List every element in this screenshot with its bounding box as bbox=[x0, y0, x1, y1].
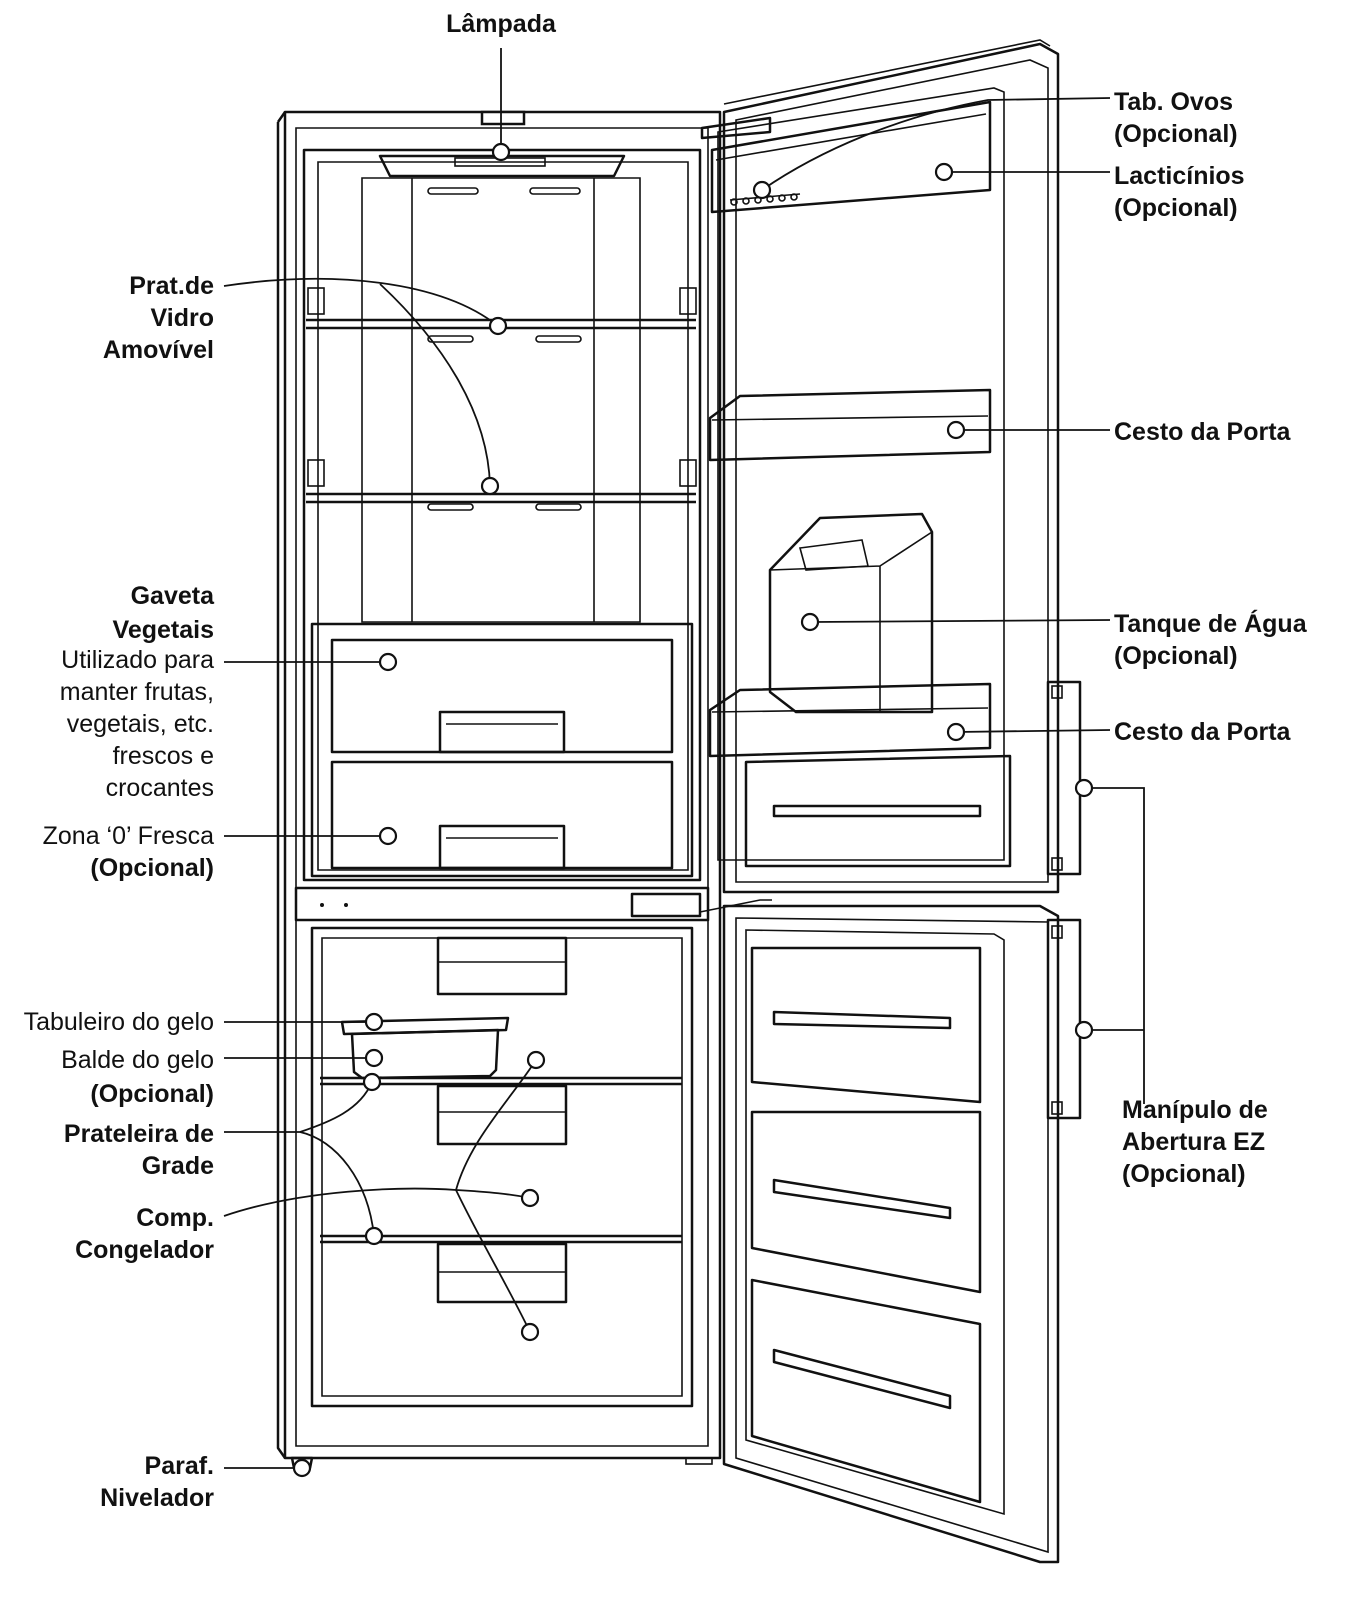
label-gaveta-desc-2: manter frutas, bbox=[60, 678, 214, 706]
label-prateleira-grade-1: Prateleira de bbox=[64, 1120, 214, 1148]
label-tab-ovos: Tab. Ovos bbox=[1114, 88, 1233, 116]
label-tanque-opcional: (Opcional) bbox=[1114, 642, 1238, 670]
label-gaveta-2: Vegetais bbox=[113, 616, 214, 644]
label-zona-fresca: Zona ‘0’ Fresca bbox=[43, 822, 214, 850]
label-paraf-nivelador-1: Paraf. bbox=[145, 1452, 214, 1480]
label-prat-vidro-3: Amovível bbox=[103, 336, 214, 364]
label-gaveta-desc-4: frescos e bbox=[113, 742, 214, 770]
label-cesto-porta-2: Cesto da Porta bbox=[1114, 718, 1292, 746]
label-gaveta-desc-1: Utilizado para bbox=[61, 646, 214, 674]
label-manipulo-2: Abertura EZ bbox=[1122, 1128, 1265, 1156]
label-prateleira-grade-2: Grade bbox=[142, 1152, 214, 1180]
fridge-illustration bbox=[278, 40, 1080, 1562]
label-tab-ovos-opcional: (Opcional) bbox=[1114, 120, 1238, 148]
label-paraf-nivelador-2: Nivelador bbox=[100, 1484, 214, 1512]
label-prat-vidro-2: Vidro bbox=[151, 304, 214, 332]
label-gaveta-desc-3: vegetais, etc. bbox=[67, 710, 214, 738]
label-manipulo-1: Manípulo de bbox=[1122, 1096, 1268, 1124]
label-comp-congelador-2: Congelador bbox=[75, 1236, 214, 1264]
label-tabuleiro-gelo: Tabuleiro do gelo bbox=[24, 1008, 214, 1036]
label-gaveta-desc-5: crocantes bbox=[106, 774, 214, 802]
label-gaveta-1: Gaveta bbox=[131, 582, 215, 610]
label-lacticinios: Lacticínios bbox=[1114, 162, 1245, 190]
label-prat-vidro-1: Prat.de bbox=[129, 272, 214, 300]
label-tanque: Tanque de Água bbox=[1114, 609, 1308, 638]
label-balde-gelo-opcional: (Opcional) bbox=[90, 1080, 214, 1108]
label-lampada: Lâmpada bbox=[446, 10, 557, 38]
label-cesto-porta-1: Cesto da Porta bbox=[1114, 418, 1292, 446]
label-comp-congelador-1: Comp. bbox=[136, 1204, 214, 1232]
label-zona-fresca-opcional: (Opcional) bbox=[90, 854, 214, 882]
label-lacticinios-opcional: (Opcional) bbox=[1114, 194, 1238, 222]
label-balde-gelo: Balde do gelo bbox=[61, 1046, 214, 1074]
label-manipulo-opcional: (Opcional) bbox=[1122, 1160, 1246, 1188]
